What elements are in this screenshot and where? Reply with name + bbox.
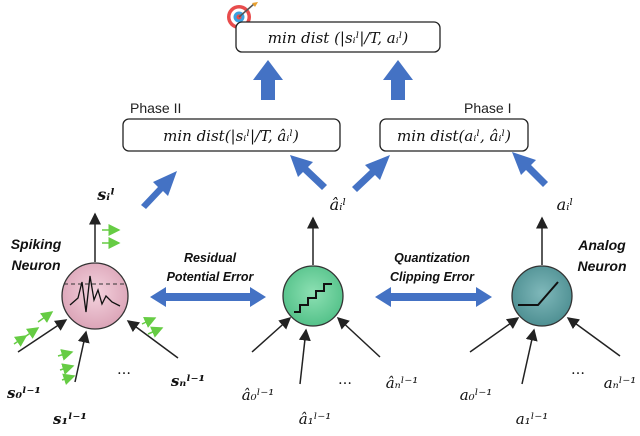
quantized-neuron (282, 265, 344, 327)
double-arrow-quant (375, 287, 492, 307)
quant-label-line1: Quantization (394, 251, 470, 265)
input-sn: sₙˡ⁻¹ (171, 372, 205, 390)
analog-title-line1: Analog (577, 237, 626, 253)
arrow-phase1-up (383, 60, 413, 100)
analog-dots: … (571, 362, 585, 378)
input-a1: a₁ˡ⁻¹ (516, 410, 549, 428)
output-spike-arrows (102, 224, 121, 249)
input-s1: s₁ˡ⁻¹ (53, 410, 87, 428)
input-ah1: â₁ˡ⁻¹ (299, 410, 332, 428)
input-an: aₙˡ⁻¹ (604, 374, 637, 392)
phase1-formula-box: min dist(aᵢˡ, âᵢˡ) (379, 118, 529, 152)
analog-neuron (511, 265, 573, 327)
spiking-title-line2: Neuron (12, 257, 61, 273)
arrow-mid-to-phase2 (290, 155, 327, 190)
middle-output-label: âᵢˡ (330, 195, 347, 214)
arrow-analog-to-phase1 (512, 152, 548, 187)
target-formula: min dist (|sᵢˡ|/T, aᵢˡ) (268, 29, 409, 47)
spiking-dots: … (117, 362, 131, 378)
spiking-neuron (61, 262, 129, 330)
arrow-mid-to-phase1 (352, 155, 390, 192)
input-s0: s₀ˡ⁻¹ (7, 384, 41, 402)
analog-title-line2: Neuron (578, 258, 627, 274)
phase1-label: Phase I (464, 100, 511, 116)
arrow-phase2-up (253, 60, 283, 100)
phase2-formula-box: min dist(|sᵢˡ|/T, âᵢˡ) (122, 118, 341, 152)
input-ah0: â₀ˡ⁻¹ (242, 386, 275, 404)
target-icon (227, 2, 258, 29)
phase2-formula: min dist(|sᵢˡ|/T, âᵢˡ) (163, 127, 299, 145)
phase1-formula: min dist(aᵢˡ, âᵢˡ) (397, 127, 511, 145)
quant-label-line2: Clipping Error (390, 270, 475, 284)
arrow-spike-to-phase2 (141, 171, 177, 209)
residual-label-line2: Potential Error (167, 270, 255, 284)
double-arrow-residual (150, 287, 266, 307)
input-a0: a₀ˡ⁻¹ (460, 386, 493, 404)
blue-arrows (141, 60, 548, 209)
analog-output-label: aᵢˡ (557, 195, 574, 214)
phase2-label: Phase II (130, 100, 181, 116)
residual-label-line1: Residual (184, 251, 237, 265)
middle-input-lines (251, 316, 381, 385)
spiking-output-label: sᵢˡ (96, 185, 115, 204)
middle-dots: … (338, 372, 352, 388)
input-ahn: âₙˡ⁻¹ (386, 374, 419, 392)
analog-input-lines (469, 317, 621, 385)
target-formula-box: min dist (|sᵢˡ|/T, aᵢˡ) (235, 21, 441, 53)
input-spike-arrows (13, 311, 164, 386)
spiking-title-line1: Spiking (11, 236, 62, 252)
